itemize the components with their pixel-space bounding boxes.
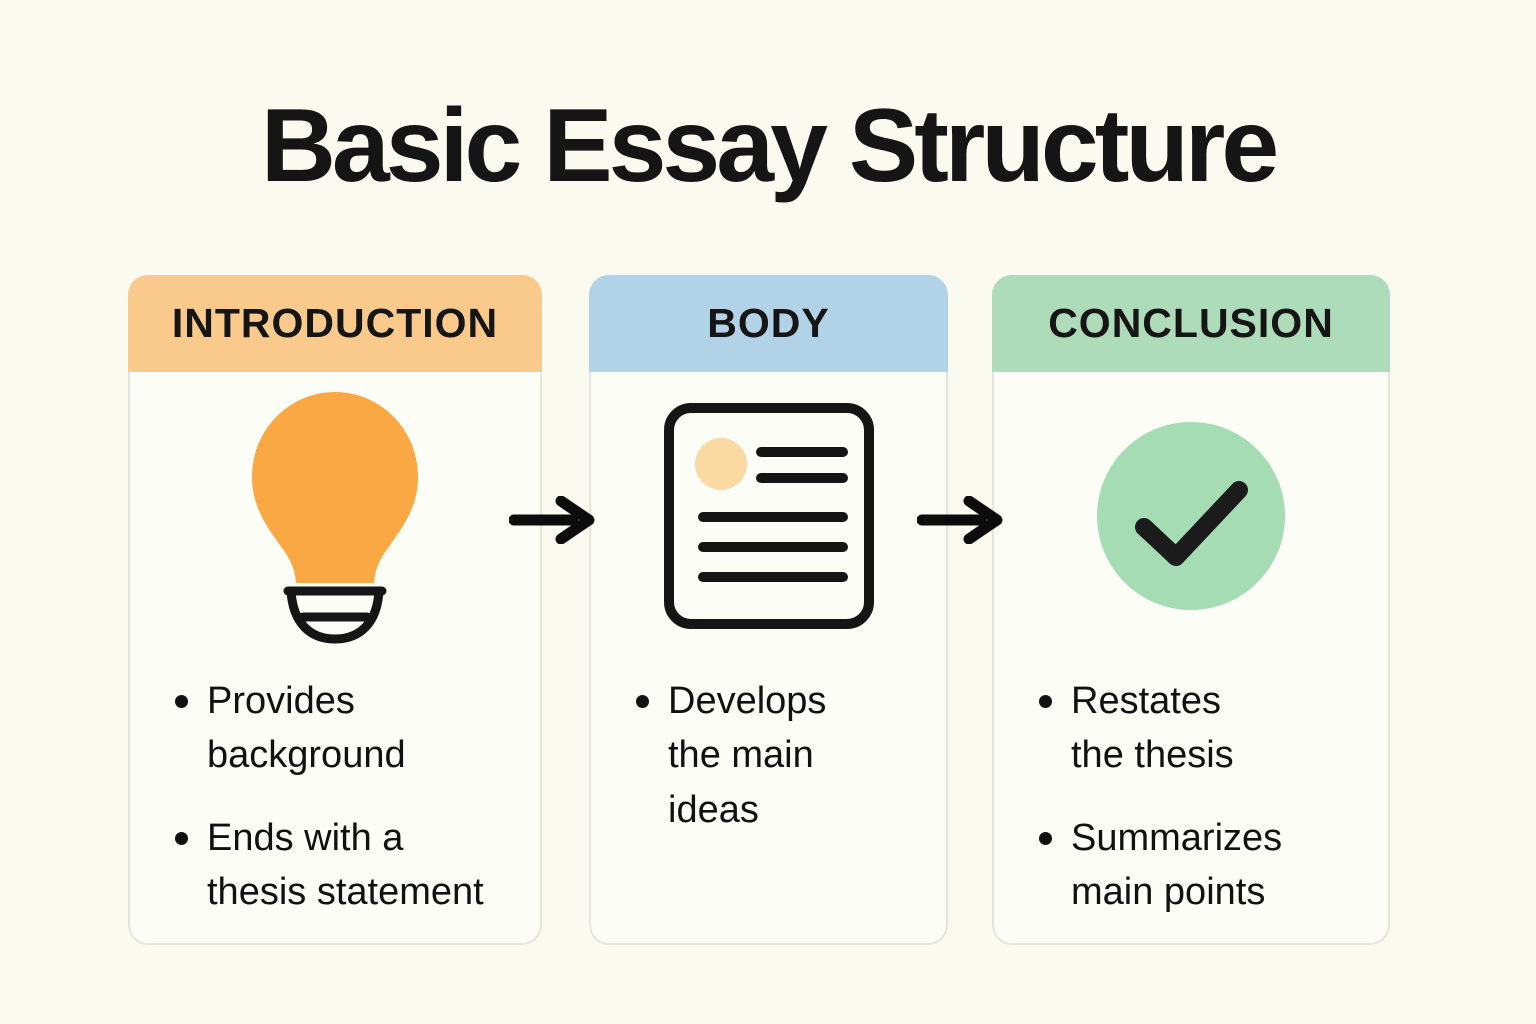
lightbulb-icon	[130, 372, 540, 660]
checkmark-circle	[1097, 422, 1285, 610]
card-conclusion-bullets: Restates the thesis Summarizes main poin…	[994, 674, 1388, 947]
bullet-item: Summarizes main points	[1039, 811, 1282, 920]
card-conclusion: CONCLUSION Restates the thesis Summarize…	[992, 275, 1390, 945]
card-body-header: BODY	[589, 275, 948, 372]
right-arrow-icon	[917, 496, 1005, 544]
bullet-item: Provides background	[175, 674, 499, 783]
bullet-item: Develops the main ideas	[636, 674, 886, 837]
page-title: Basic Essay Structure	[260, 88, 1279, 204]
card-body-bullets: Develops the main ideas	[591, 674, 946, 865]
card-body: BODY Develops the main ideas	[589, 275, 948, 945]
card-conclusion-title: CONCLUSION	[1048, 300, 1334, 346]
checkmark-icon	[994, 372, 1388, 660]
bullet-item: Ends with a thesis statement	[175, 811, 499, 920]
card-body-title: BODY	[707, 300, 830, 346]
card-introduction-title: INTRODUCTION	[171, 300, 499, 346]
card-introduction: INTRODUCTION Provides background Ends wi…	[128, 275, 542, 945]
card-conclusion-header: CONCLUSION	[992, 275, 1390, 372]
bullet-item: Restates the thesis	[1039, 674, 1276, 783]
right-arrow-icon	[509, 496, 597, 544]
card-introduction-bullets: Provides background Ends with a thesis s…	[130, 674, 540, 947]
card-introduction-header: INTRODUCTION	[128, 275, 542, 372]
document-icon	[591, 372, 946, 660]
